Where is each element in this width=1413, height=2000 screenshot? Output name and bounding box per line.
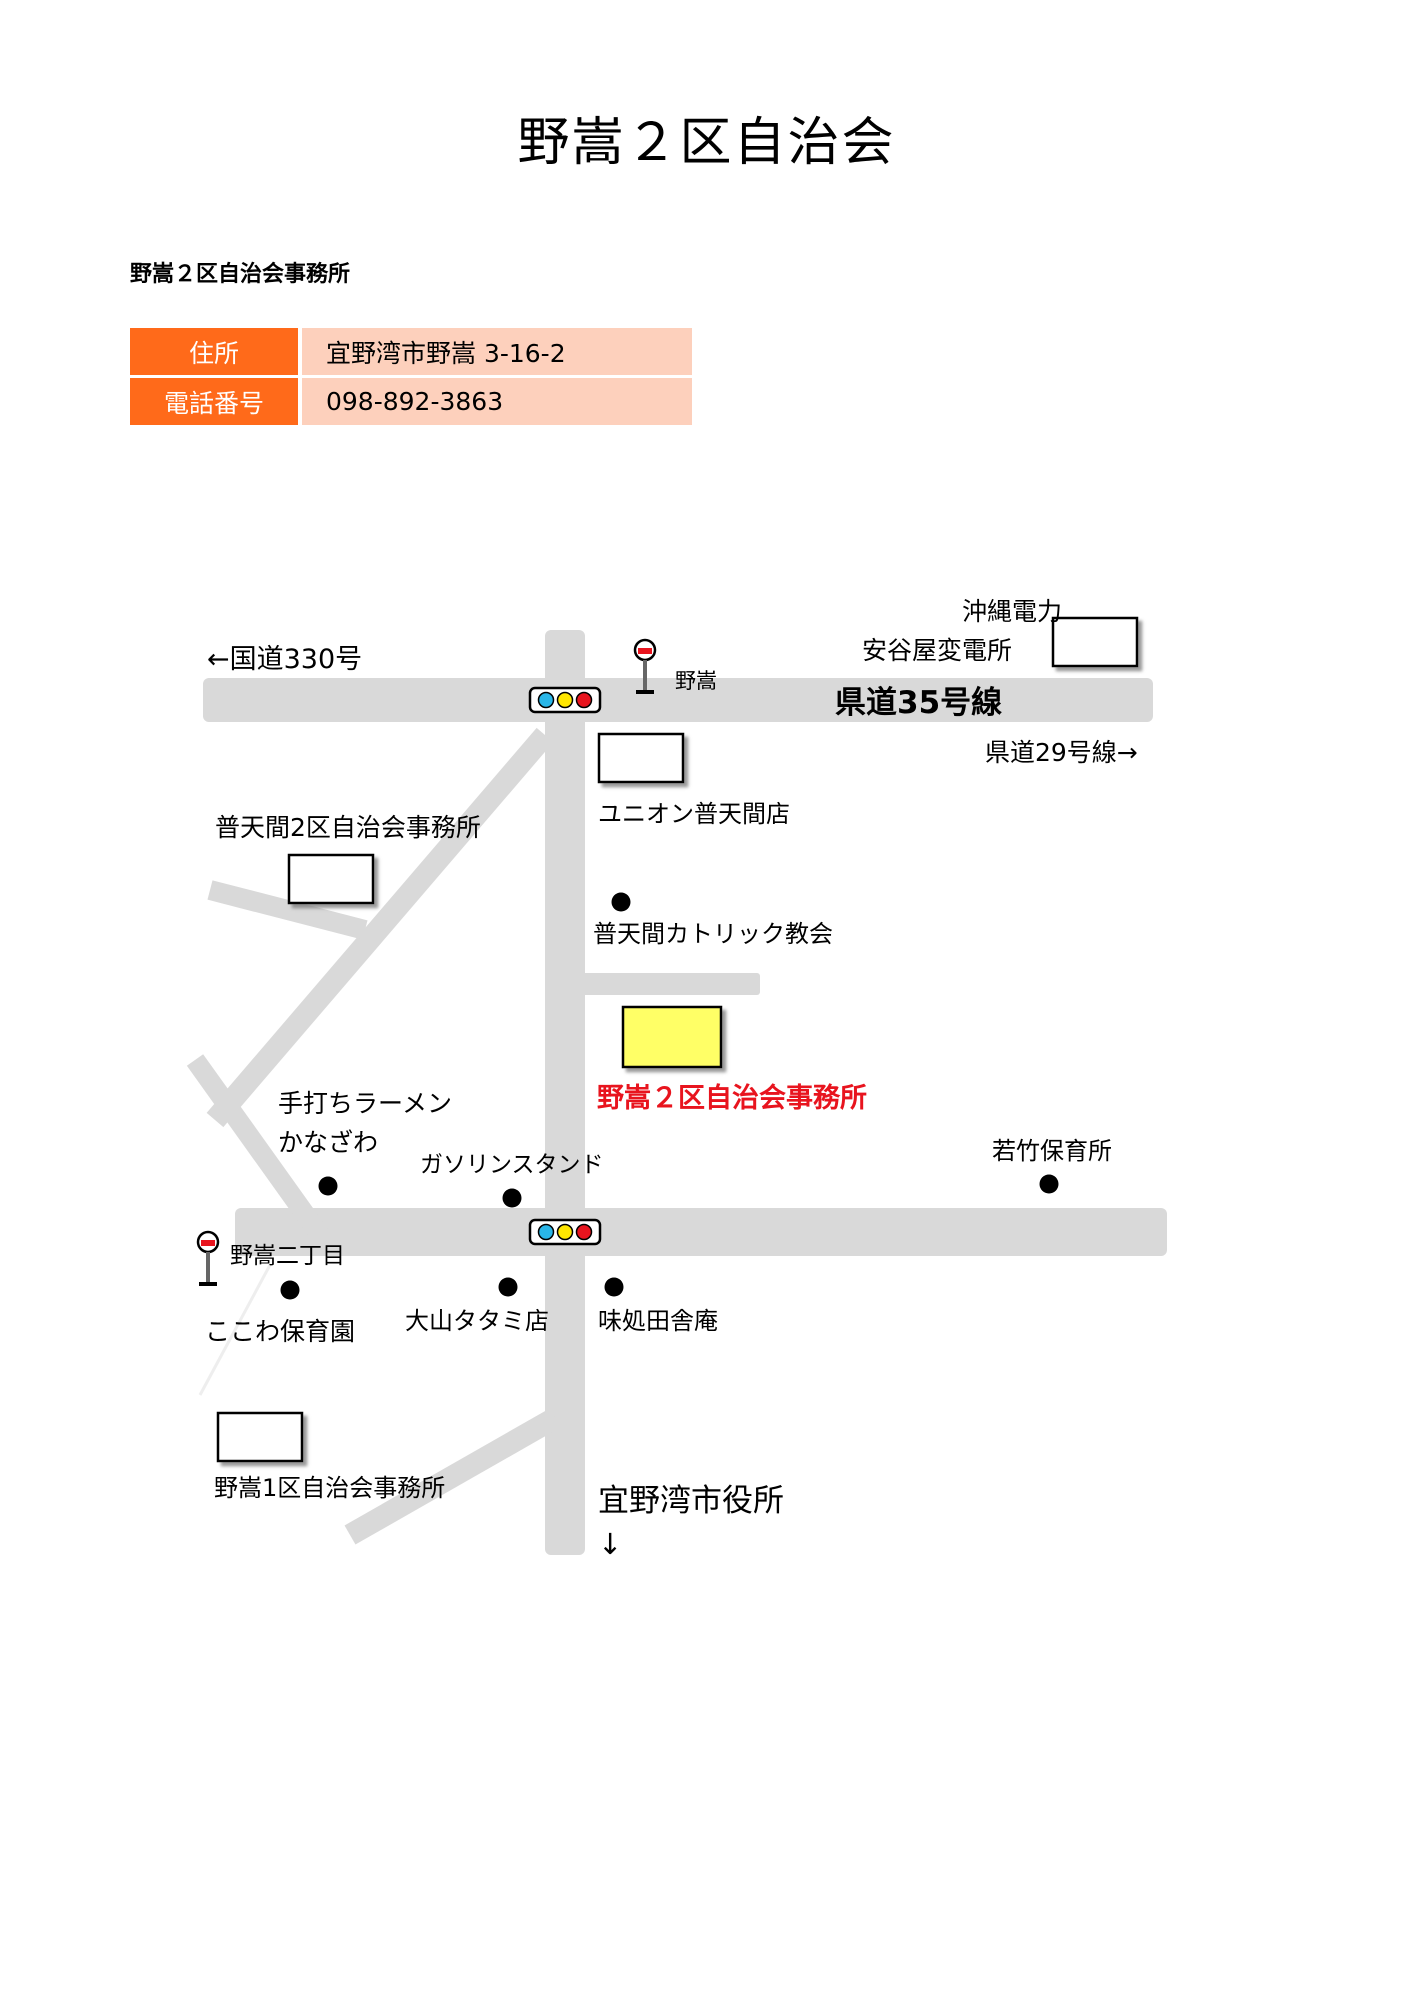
bus-stop-icon	[196, 1230, 220, 1288]
main-north-south-road	[545, 630, 585, 1555]
union-store-building	[597, 732, 685, 784]
okiden-label-2: 安谷屋変電所	[862, 636, 1012, 665]
diagonal-road-north	[206, 727, 554, 1128]
ramen-label-1: 手打ちラーメン	[278, 1089, 452, 1118]
city-hall-label: 宜野湾市役所	[598, 1483, 784, 1519]
wakatake-nursery-label: 若竹保育所	[992, 1137, 1112, 1165]
nodake-1ku-office-label: 野嵩1区自治会事務所	[214, 1474, 445, 1502]
landmark-dot-icon	[502, 1188, 522, 1208]
page-title: 野嵩２区自治会	[517, 113, 896, 173]
ramen-label-2: かなざわ	[278, 1128, 378, 1157]
landmark-dot-icon	[1039, 1174, 1059, 1194]
phone-label: 電話番号	[130, 378, 298, 425]
church-side-road	[580, 973, 760, 995]
futenma-2ku-office-label: 普天間2区自治会事務所	[215, 813, 481, 842]
target-office-building	[621, 1005, 723, 1069]
pref-road-35-label: 県道35号線	[835, 685, 1002, 721]
nodake-nichome-label: 野嵩二丁目	[230, 1243, 345, 1269]
city-hall-arrow: ↓	[598, 1527, 622, 1561]
address-value: 宜野湾市野嵩 3-16-2	[302, 328, 692, 375]
ajidokoro-label: 味処田舎庵	[598, 1307, 718, 1335]
landmark-dot-icon	[604, 1277, 624, 1297]
diagonal-road-south	[344, 1408, 561, 1545]
oyama-tatami-label: 大山タタミ店	[405, 1307, 549, 1335]
futenma-side-road	[207, 880, 368, 940]
union-store-label: ユニオン普天間店	[598, 800, 790, 828]
landmark-dot-icon	[318, 1176, 338, 1196]
ramen-side-road	[186, 1054, 329, 1241]
office-info-table: 住所 宜野湾市野嵩 3-16-2 電話番号 098-892-3863	[130, 325, 692, 428]
okiden-substation-building	[1051, 616, 1139, 668]
nodake-1ku-office-building	[216, 1411, 304, 1463]
traffic-light-icon	[528, 1218, 602, 1246]
landmark-dot-icon	[611, 892, 631, 912]
prefectural-road-35	[203, 678, 1153, 722]
address-row: 住所 宜野湾市野嵩 3-16-2	[130, 328, 692, 375]
gas-station-label: ガソリンスタンド	[420, 1152, 604, 1178]
okiden-label-1: 沖縄電力	[962, 597, 1062, 626]
nodake-signal-label: 野嵩	[675, 669, 717, 693]
road-network	[186, 630, 1167, 1555]
phone-value: 098-892-3863	[302, 378, 692, 425]
traffic-light-icon	[528, 686, 602, 714]
futenma-2ku-office-building	[287, 853, 375, 905]
faint-path	[198, 1264, 272, 1396]
kokowa-nursery-label: ここわ保育園	[205, 1317, 355, 1346]
catholic-church-label: 普天間カトリック教会	[593, 920, 833, 948]
lower-east-west-road	[235, 1208, 1167, 1256]
landmark-dot-icon	[280, 1280, 300, 1300]
landmark-dot-icon	[498, 1277, 518, 1297]
target-office-label: 野嵩２区自治会事務所	[597, 1082, 867, 1114]
address-label: 住所	[130, 328, 298, 375]
office-heading: 野嵩２区自治会事務所	[130, 262, 351, 287]
pref-road-29-label: 県道29号線→	[985, 738, 1138, 767]
phone-row: 電話番号 098-892-3863	[130, 378, 692, 425]
route-330-label: ←国道330号	[207, 644, 362, 675]
